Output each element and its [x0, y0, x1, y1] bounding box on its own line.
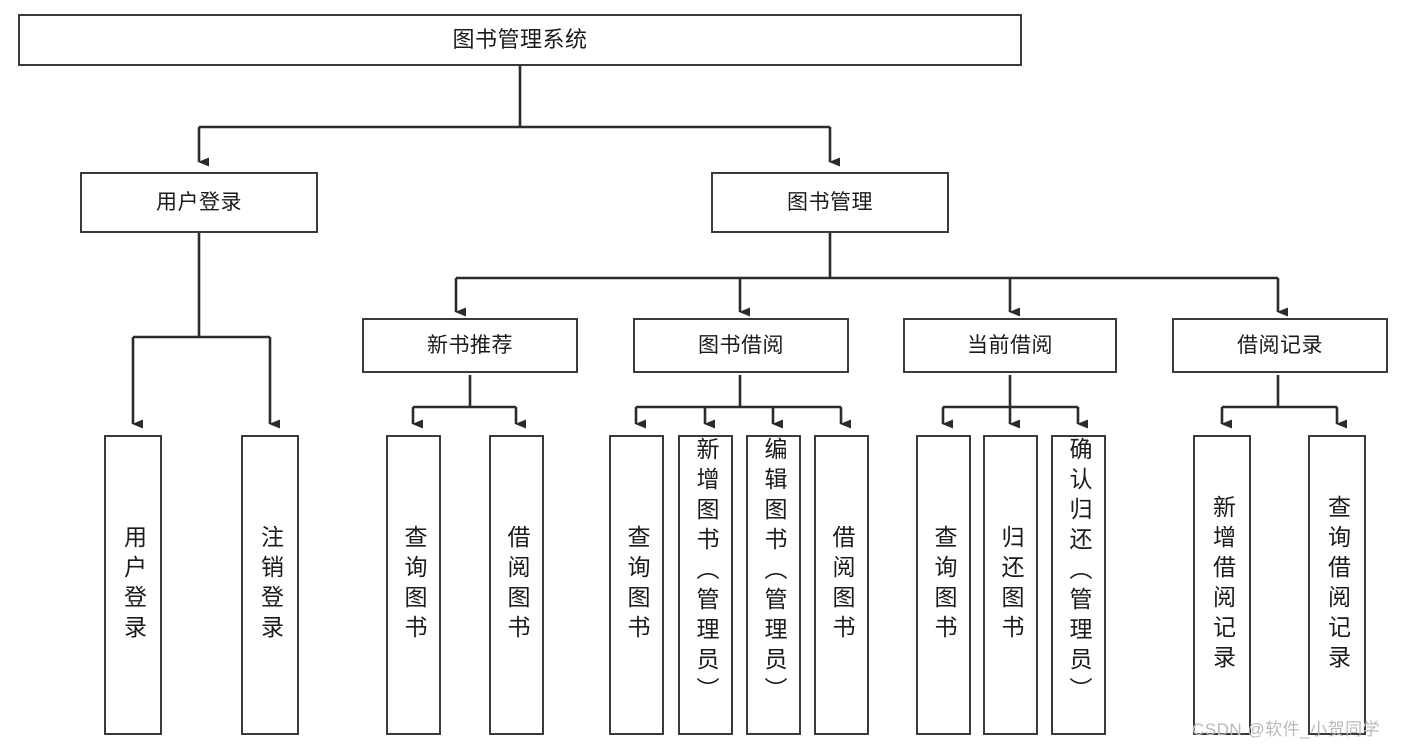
node-label: 编辑图书（管理员） [761, 437, 787, 707]
leaf-borrow-record-add-record[interactable]: 新增借阅记录 [1193, 435, 1251, 735]
node-label: 查询借阅记录 [1324, 495, 1351, 675]
node-label: 借阅图书 [829, 525, 855, 645]
node-user-login[interactable]: 用户登录 [80, 172, 318, 233]
leaf-borrow-record-query-record[interactable]: 查询借阅记录 [1308, 435, 1366, 735]
node-book-management[interactable]: 图书管理 [711, 172, 949, 233]
node-label: 归还图书 [998, 525, 1024, 645]
node-label: 查询图书 [401, 525, 427, 645]
leaf-user-login-login[interactable]: 用户登录 [104, 435, 162, 735]
node-current-borrow[interactable]: 当前借阅 [903, 318, 1117, 373]
leaf-book-borrow-edit-book-admin[interactable]: 编辑图书（管理员） [746, 435, 801, 735]
leaf-book-borrow-query-book[interactable]: 查询图书 [609, 435, 664, 735]
node-root-book-management-system[interactable]: 图书管理系统 [18, 14, 1022, 66]
leaf-current-borrow-confirm-return-admin[interactable]: 确认归还（管理员） [1051, 435, 1106, 735]
node-label: 新书推荐 [427, 333, 513, 357]
node-label: 借阅图书 [504, 525, 530, 645]
node-label: 用户登录 [120, 525, 147, 645]
node-label: 用户登录 [156, 190, 242, 214]
leaf-book-borrow-add-book-admin[interactable]: 新增图书（管理员） [678, 435, 733, 735]
node-label: 查询图书 [624, 525, 650, 645]
node-label: 确认归还（管理员） [1066, 437, 1092, 707]
leaf-current-borrow-query-book[interactable]: 查询图书 [916, 435, 971, 735]
node-label: 图书管理 [787, 190, 873, 214]
node-book-borrow[interactable]: 图书借阅 [633, 318, 849, 373]
leaf-new-book-query-book[interactable]: 查询图书 [386, 435, 441, 735]
node-label: 图书管理系统 [452, 26, 588, 52]
node-label: 新增图书（管理员） [693, 437, 719, 707]
leaf-new-book-borrow-book[interactable]: 借阅图书 [489, 435, 544, 735]
leaf-book-borrow-borrow-book[interactable]: 借阅图书 [814, 435, 869, 735]
node-label: 当前借阅 [967, 333, 1053, 357]
leaf-user-login-logout[interactable]: 注销登录 [241, 435, 299, 735]
node-label: 查询图书 [931, 525, 957, 645]
node-new-book-recommend[interactable]: 新书推荐 [362, 318, 578, 373]
node-label: 注销登录 [257, 525, 284, 645]
node-label: 图书借阅 [698, 333, 784, 357]
csdn-watermark: CSDN @软件_小贺同学 [1192, 720, 1381, 739]
node-label: 借阅记录 [1237, 333, 1323, 357]
node-label: 新增借阅记录 [1209, 495, 1236, 675]
node-borrow-record[interactable]: 借阅记录 [1172, 318, 1388, 373]
leaf-current-borrow-return-book[interactable]: 归还图书 [983, 435, 1038, 735]
